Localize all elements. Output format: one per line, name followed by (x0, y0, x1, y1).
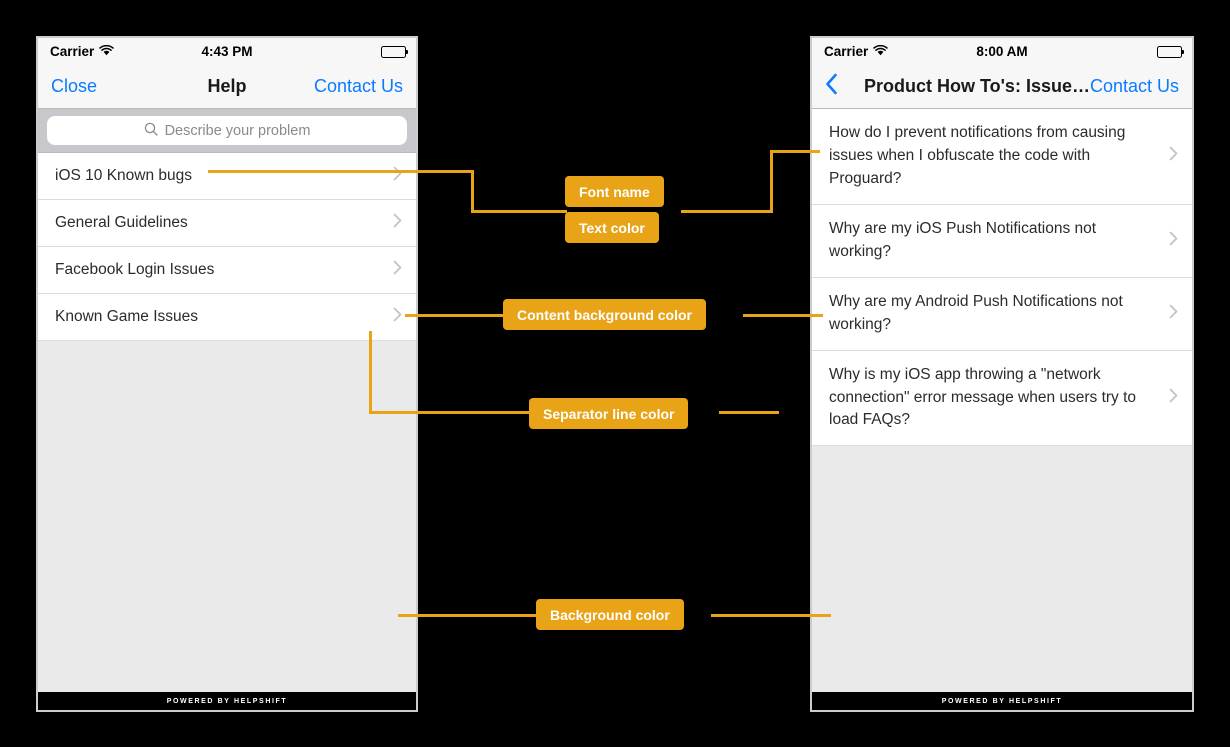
status-bar-right: Carrier 8:00 AM (812, 38, 1192, 65)
phone-mockup-right: Carrier 8:00 AM Product H (810, 36, 1194, 712)
list-item-label: Why are my iOS Push Notifications not wo… (829, 219, 1097, 260)
list-item[interactable]: Facebook Login Issues (38, 247, 416, 294)
empty-background-area-left (38, 341, 416, 692)
list-item-label: iOS 10 Known bugs (55, 167, 193, 184)
list-item-label: Why is my iOS app throwing a "network co… (829, 365, 1137, 429)
connector-separator-h1 (369, 411, 531, 414)
battery-icon (381, 45, 409, 58)
connector-font-name-right-h2 (770, 150, 820, 153)
battery-icon (1157, 45, 1185, 58)
chevron-right-icon (1169, 146, 1178, 166)
search-icon (144, 122, 158, 140)
annotation-badge-text-color: Text color (565, 212, 659, 243)
list-item-label: How do I prevent notifications from caus… (829, 124, 1126, 187)
search-placeholder-text: Describe your problem (164, 122, 311, 139)
status-bar-carrier-group: Carrier (824, 44, 889, 59)
search-bar-container: Describe your problem (38, 109, 416, 153)
list-item[interactable]: iOS 10 Known bugs (38, 153, 416, 200)
list-item[interactable]: Why are my iOS Push Notifications not wo… (812, 204, 1192, 278)
chevron-right-icon (1169, 304, 1178, 324)
connector-content-bg-left (405, 314, 505, 317)
phone-mockup-left: Carrier 4:43 PM Close Help Contact Us (36, 36, 418, 712)
list-item-label: General Guidelines (55, 214, 188, 231)
connector-separator-v (369, 331, 372, 413)
list-item[interactable]: Why are my Android Push Notifications no… (812, 277, 1192, 351)
back-button[interactable] (825, 73, 838, 100)
chevron-right-icon (1169, 231, 1178, 251)
chevron-right-icon (393, 260, 402, 280)
chevron-left-icon (825, 73, 838, 100)
list-item-label: Facebook Login Issues (55, 261, 215, 278)
powered-by-footer-left: POWERED BY HELPSHIFT (38, 692, 416, 710)
faq-section-list-left: iOS 10 Known bugs General Guidelines Fac… (38, 153, 416, 341)
status-bar-right-group (381, 45, 409, 58)
connector-font-name-right-h1 (681, 210, 773, 213)
empty-background-area-right (812, 446, 1192, 692)
contact-us-button[interactable]: Contact Us (1089, 76, 1179, 96)
chevron-right-icon (393, 307, 402, 327)
connector-font-name-left-v (471, 170, 474, 213)
wifi-icon (873, 44, 889, 59)
connector-background-left (398, 614, 538, 617)
faq-list-right: How do I prevent notifications from caus… (812, 109, 1192, 447)
carrier-label: Carrier (50, 44, 95, 59)
contact-us-button[interactable]: Contact Us (313, 76, 403, 96)
status-bar-carrier-group: Carrier (50, 44, 115, 59)
annotation-badge-background-color: Background color (536, 599, 684, 630)
chevron-right-icon (393, 213, 402, 233)
chevron-right-icon (393, 166, 402, 186)
connector-separator-h2 (719, 411, 779, 414)
chevron-right-icon (1169, 388, 1178, 408)
list-item-label: Why are my Android Push Notifications no… (829, 292, 1123, 333)
wifi-icon (99, 44, 115, 59)
search-input[interactable]: Describe your problem (47, 116, 407, 145)
connector-font-name-left-h2 (471, 210, 567, 213)
status-bar-left: Carrier 4:43 PM (38, 38, 416, 65)
annotation-badge-font-name: Font name (565, 176, 664, 207)
list-item[interactable]: How do I prevent notifications from caus… (812, 109, 1192, 205)
page-title: Product How To's: Issue… (864, 76, 1090, 96)
connector-font-name-right-v (770, 150, 773, 213)
powered-by-footer-right: POWERED BY HELPSHIFT (812, 692, 1192, 710)
connector-content-bg-right (743, 314, 823, 317)
list-item[interactable]: Why is my iOS app throwing a "network co… (812, 350, 1192, 447)
annotation-badge-content-background-color: Content background color (503, 299, 706, 330)
list-item[interactable]: General Guidelines (38, 200, 416, 247)
list-item-label: Known Game Issues (55, 308, 199, 325)
status-bar-right-group (1157, 45, 1185, 58)
nav-bar-left: Close Help Contact Us (38, 65, 416, 109)
connector-background-right (711, 614, 831, 617)
connector-font-name-left-h1 (208, 170, 474, 173)
close-button[interactable]: Close (51, 76, 98, 96)
carrier-label: Carrier (824, 44, 869, 59)
nav-bar-right: Product How To's: Issue… Contact Us (812, 65, 1192, 109)
list-item[interactable]: Known Game Issues (38, 294, 416, 341)
annotation-badge-separator-line-color: Separator line color (529, 398, 689, 429)
